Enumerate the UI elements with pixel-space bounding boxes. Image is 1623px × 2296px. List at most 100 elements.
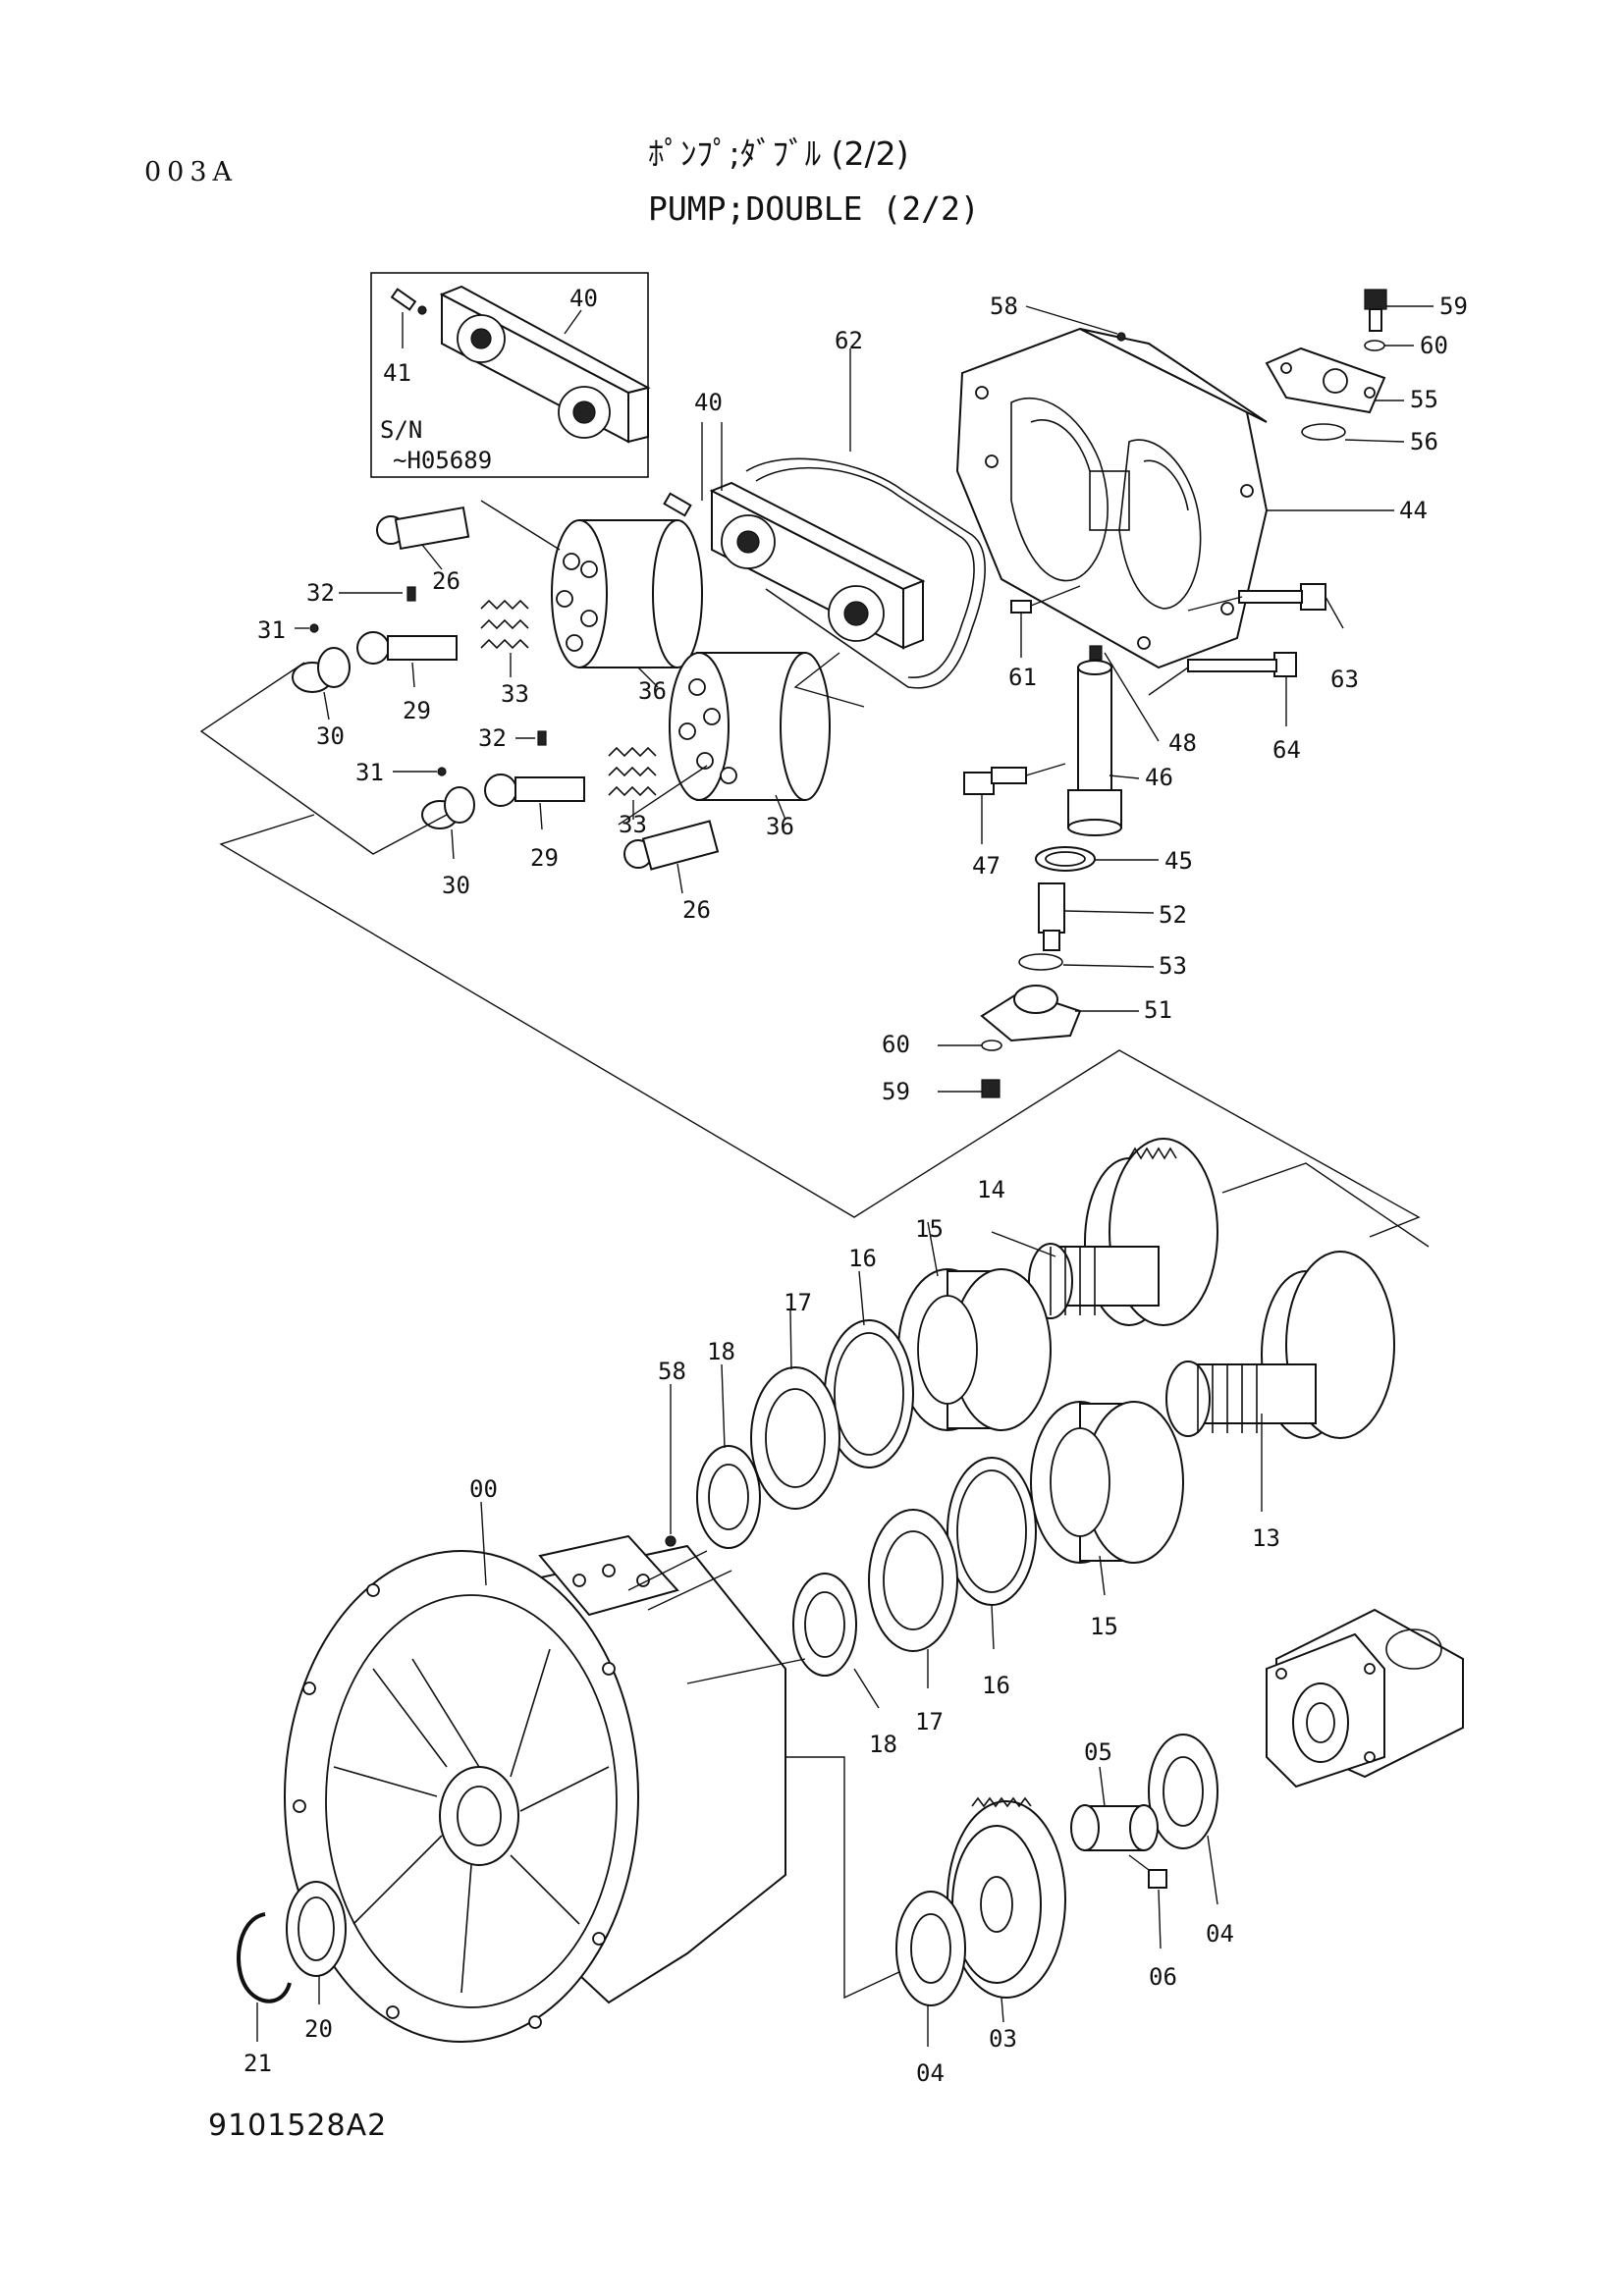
callout-31-lower: 31 — [355, 759, 384, 786]
callout-05: 05 — [1084, 1738, 1112, 1766]
nut-18-upper — [696, 1363, 761, 1549]
callout-16-lower: 16 — [982, 1672, 1010, 1699]
callout-17-lower: 17 — [915, 1708, 944, 1735]
callout-59-top: 59 — [1439, 293, 1468, 320]
callout-55: 55 — [1410, 386, 1438, 413]
callout-26-lower: 26 — [682, 896, 711, 924]
gear-pump-unit — [1266, 1608, 1464, 1789]
callout-18-lower: 18 — [869, 1731, 897, 1758]
rod-29-lower — [484, 774, 585, 830]
callout-30-lower: 30 — [442, 872, 470, 899]
o-ring-56 — [1301, 423, 1405, 443]
callout-26-upper: 26 — [432, 567, 460, 595]
cover-plate-55 — [1265, 347, 1404, 414]
bearing-17-lower — [868, 1509, 958, 1688]
bolt-59-top — [1364, 289, 1434, 332]
pin-32-upper — [339, 586, 416, 602]
rod-29-upper — [356, 631, 458, 688]
callout-13: 13 — [1252, 1524, 1280, 1552]
callout-04-right: 04 — [1206, 1920, 1234, 1948]
callout-29-upper: 29 — [403, 697, 431, 724]
cylinder-block-36-upper — [480, 500, 703, 688]
page-title-japanese: ﾎﾟﾝﾌﾟ;ﾀﾞﾌﾞﾙ (2/2) — [648, 134, 909, 173]
oil-seal-20 — [286, 1881, 347, 2004]
ring-16-lower — [947, 1457, 1037, 1650]
shoe-30-lower — [421, 786, 475, 860]
snap-ring-21 — [237, 1912, 292, 2042]
callout-14: 14 — [977, 1176, 1005, 1203]
callout-58-top: 58 — [990, 293, 1018, 320]
callout-60-bottom: 60 — [882, 1031, 910, 1058]
callout-41-inset: 41 — [383, 359, 411, 387]
callout-15-lower: 15 — [1090, 1613, 1118, 1640]
nut-18-lower — [792, 1573, 880, 1709]
callout-59-bottom: 59 — [882, 1078, 910, 1105]
serial-number-inset: 40 41 S/N ~H05689 — [370, 272, 651, 478]
valve-plate-40 — [663, 422, 926, 650]
washer-60-bottom — [938, 1040, 1002, 1051]
o-ring-53 — [1018, 953, 1155, 971]
bearing-04-left — [895, 1891, 966, 2047]
coupling-05 — [1070, 1766, 1159, 1851]
ball-31-upper — [295, 623, 319, 633]
callout-45: 45 — [1164, 847, 1193, 875]
shoe-30-upper — [292, 647, 351, 721]
callout-16-upper: 16 — [848, 1245, 877, 1272]
callout-32-upper: 32 — [306, 579, 335, 607]
callout-51: 51 — [1144, 996, 1172, 1024]
page-title-english: PUMP;DOUBLE (2/2) — [648, 189, 980, 228]
callout-04-left: 04 — [916, 2059, 945, 2087]
callout-17-upper: 17 — [784, 1289, 812, 1316]
callout-20: 20 — [304, 2015, 333, 2043]
fitting-47 — [963, 763, 1066, 844]
callout-33-upper: 33 — [501, 680, 529, 708]
spool-46 — [1067, 645, 1140, 836]
callout-56: 56 — [1410, 428, 1438, 455]
gasket-62 — [745, 348, 986, 689]
bolt-63 — [1187, 583, 1344, 629]
callout-64: 64 — [1272, 736, 1301, 764]
piston-52 — [1038, 882, 1155, 951]
sn-label: S/N — [380, 416, 422, 444]
callout-29-lower: 29 — [530, 844, 559, 872]
cover-51 — [980, 985, 1139, 1042]
figure-number: 9101528A2 — [208, 2109, 388, 2143]
callout-18-upper: 18 — [707, 1338, 735, 1365]
callout-33-lower: 33 — [619, 811, 647, 838]
valve-plate-inset — [439, 285, 651, 444]
key-06 — [1128, 1854, 1167, 1949]
callout-31-upper: 31 — [257, 616, 286, 644]
o-ring-45 — [1035, 846, 1159, 872]
bolt-64 — [1148, 652, 1297, 726]
bearing-15-upper — [897, 1221, 1052, 1431]
callout-06: 06 — [1149, 1963, 1177, 1991]
callout-40: 40 — [694, 389, 723, 416]
bolt-59-bottom — [938, 1079, 1001, 1098]
piston-26-lower — [623, 820, 720, 894]
callout-53: 53 — [1159, 952, 1187, 980]
callout-62: 62 — [835, 327, 863, 354]
callout-48: 48 — [1168, 729, 1197, 757]
pump-housing-00 — [284, 1501, 919, 2043]
callout-00: 00 — [469, 1475, 498, 1503]
callout-58-lower: 58 — [658, 1358, 686, 1385]
bearing-04-right — [1148, 1734, 1218, 1905]
callout-21: 21 — [243, 2050, 272, 2077]
sn-range: ~H05689 — [393, 447, 492, 474]
callout-52: 52 — [1159, 901, 1187, 929]
spring-33-upper — [480, 599, 529, 677]
plug-48 — [1104, 652, 1160, 742]
callout-labels: 58 59 60 55 56 62 40 44 26 32 31 33 29 3… — [243, 293, 1468, 2087]
piston-26-upper — [376, 506, 470, 570]
pin-32-lower — [515, 730, 547, 746]
gear-shaft-13 — [1165, 1251, 1395, 1512]
washer-60-top — [1364, 340, 1414, 351]
callout-63: 63 — [1330, 666, 1359, 693]
callout-47: 47 — [972, 852, 1001, 880]
pin-61 — [1010, 585, 1081, 658]
bearing-17-upper — [750, 1309, 840, 1510]
pin-41-inset — [390, 288, 427, 315]
callout-36-lower: 36 — [766, 813, 794, 840]
